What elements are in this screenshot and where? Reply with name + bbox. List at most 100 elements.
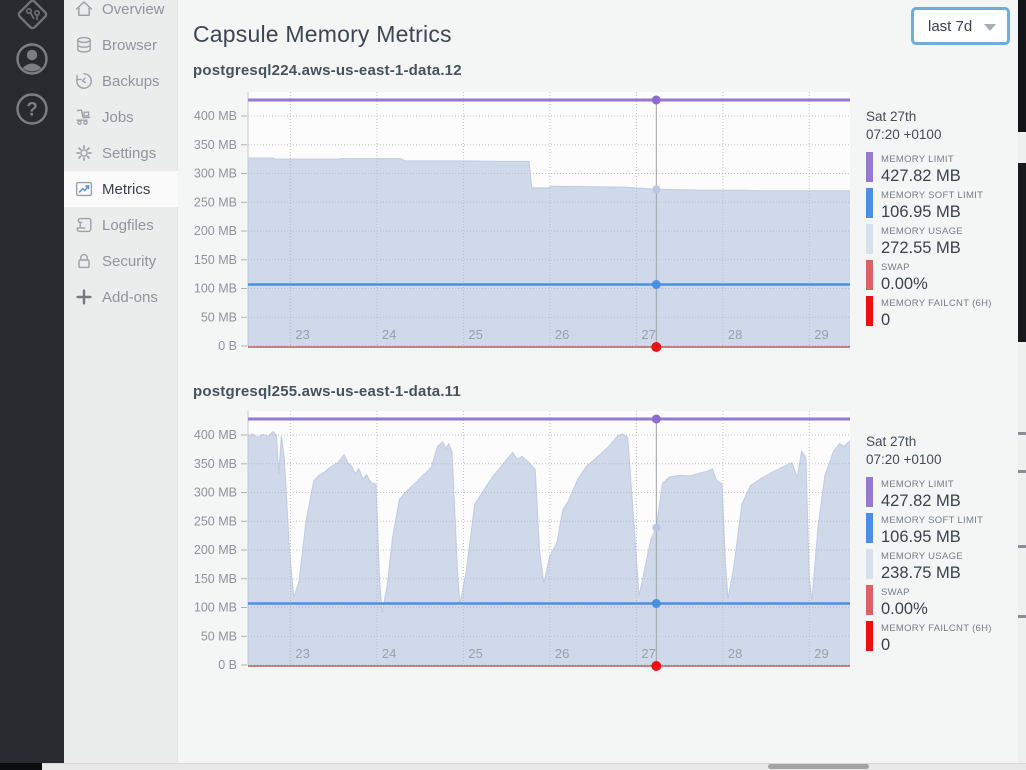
horizontal-scrollbar[interactable] bbox=[0, 763, 1026, 770]
svg-text:100 MB: 100 MB bbox=[194, 282, 237, 296]
horizontal-scrollbar-thumb[interactable] bbox=[768, 764, 869, 769]
limit-cursor-dot bbox=[651, 95, 661, 105]
app-logo-icon[interactable] bbox=[0, 0, 64, 36]
svg-text:250 MB: 250 MB bbox=[194, 514, 237, 528]
legend-value: 0.00% bbox=[881, 275, 928, 293]
svg-text:29: 29 bbox=[814, 646, 828, 661]
legend-swatch bbox=[866, 621, 873, 651]
hover-cursor bbox=[651, 95, 662, 352]
legend-label: MEMORY LIMIT bbox=[881, 479, 954, 490]
legend-swatch bbox=[866, 513, 873, 543]
legend-swatch bbox=[866, 260, 873, 290]
tooltip-time: 07:20 +0100 bbox=[866, 452, 942, 467]
clipped-dark-segment bbox=[1018, 163, 1026, 342]
swap-cursor-dot bbox=[651, 661, 662, 671]
help-icon[interactable]: ? bbox=[0, 92, 64, 126]
legend-swatch bbox=[866, 477, 873, 507]
sidebar-item-label: Add-ons bbox=[102, 288, 158, 306]
clipped-text-fragment bbox=[1018, 470, 1026, 473]
svg-text:27: 27 bbox=[641, 327, 655, 342]
time-range-select[interactable]: last 7d bbox=[911, 7, 1010, 45]
sidebar-item-jobs[interactable]: Jobs bbox=[64, 99, 178, 135]
legend-label: MEMORY USAGE bbox=[881, 551, 963, 562]
sidebar-item-label: Logfiles bbox=[102, 216, 154, 234]
svg-text:25: 25 bbox=[468, 327, 482, 342]
sidebar-item-security[interactable]: Security bbox=[64, 243, 178, 279]
svg-text:350 MB: 350 MB bbox=[194, 457, 237, 471]
svg-text:150 MB: 150 MB bbox=[194, 253, 237, 267]
legend-label: MEMORY FAILCNT (6H) bbox=[881, 298, 992, 309]
legend-swatch bbox=[866, 188, 873, 218]
chart-title: postgresql255.aws-us-east-1-data.11 bbox=[193, 383, 461, 400]
legend-value: 106.95 MB bbox=[881, 528, 961, 546]
svg-text:27: 27 bbox=[641, 646, 655, 661]
svg-text:0 B: 0 B bbox=[218, 339, 237, 352]
legend-entry: MEMORY USAGE 238.75 MB bbox=[866, 549, 1018, 582]
chart-legend: Sat 27th 07:20 +0100 MEMORY LIMIT 427.82… bbox=[866, 108, 1018, 332]
database-icon bbox=[77, 36, 91, 53]
sidebar-item-label: Overview bbox=[102, 0, 165, 18]
soft-limit-cursor-dot bbox=[651, 280, 661, 290]
legend-entry: MEMORY LIMIT 427.82 MB bbox=[866, 477, 1018, 510]
svg-text:24: 24 bbox=[382, 327, 396, 342]
account-avatar-icon[interactable] bbox=[0, 42, 64, 76]
memory-usage-edge bbox=[248, 157, 850, 192]
legend-swatch bbox=[866, 549, 873, 579]
limit-cursor-dot bbox=[651, 414, 661, 424]
sidebar-item-settings[interactable]: Settings bbox=[64, 135, 178, 171]
svg-text:23: 23 bbox=[295, 327, 309, 342]
legend-value: 106.95 MB bbox=[881, 203, 961, 221]
sidebar-item-overview[interactable]: Overview bbox=[64, 0, 178, 27]
legend-value: 272.55 MB bbox=[881, 239, 961, 257]
svg-text:28: 28 bbox=[728, 646, 742, 661]
svg-text:?: ? bbox=[26, 100, 38, 121]
legend-value: 238.75 MB bbox=[881, 564, 961, 582]
svg-text:50 MB: 50 MB bbox=[201, 629, 237, 643]
sidebar-item-addons[interactable]: Add-ons bbox=[64, 279, 178, 315]
sidebar-item-label: Jobs bbox=[102, 108, 134, 126]
legend-entry: SWAP 0.00% bbox=[866, 260, 1018, 293]
sidebar-item-metrics[interactable]: Metrics bbox=[64, 171, 178, 207]
legend-value: 0 bbox=[881, 311, 891, 329]
plus-icon bbox=[76, 289, 92, 305]
legend-value: 0 bbox=[881, 636, 891, 654]
legend-entry: MEMORY SOFT LIMIT 106.95 MB bbox=[866, 188, 1018, 221]
svg-text:150 MB: 150 MB bbox=[194, 572, 237, 586]
sidebar-item-logfiles[interactable]: Logfiles bbox=[64, 207, 178, 243]
svg-text:200 MB: 200 MB bbox=[194, 543, 237, 557]
svg-text:0 B: 0 B bbox=[218, 658, 237, 671]
legend-label: MEMORY SOFT LIMIT bbox=[881, 190, 984, 201]
clipped-text-fragment bbox=[1018, 432, 1026, 435]
sidebar-item-browser[interactable]: Browser bbox=[64, 27, 178, 63]
tooltip-datetime: Sat 27th 07:20 +0100 bbox=[866, 108, 1018, 144]
sidebar-item-backups[interactable]: Backups bbox=[64, 63, 178, 99]
scroll-icon bbox=[76, 217, 92, 233]
svg-text:100 MB: 100 MB bbox=[194, 601, 237, 615]
home-icon bbox=[75, 1, 93, 16]
legend-entry: SWAP 0.00% bbox=[866, 585, 1018, 618]
logo-icon bbox=[17, 0, 48, 30]
memory-usage-edge bbox=[248, 430, 850, 613]
legend-label: MEMORY SOFT LIMIT bbox=[881, 515, 984, 526]
chart-title: postgresql224.aws-us-east-1-data.12 bbox=[193, 62, 462, 79]
sidebar-nav: Overview Browser Backups Jobs Settings M… bbox=[64, 0, 178, 763]
svg-text:300 MB: 300 MB bbox=[194, 167, 237, 181]
clipped-dark-segment bbox=[1018, 0, 1026, 132]
svg-text:400 MB: 400 MB bbox=[194, 428, 237, 442]
legend-swatch bbox=[866, 224, 873, 254]
legend-value: 427.82 MB bbox=[881, 492, 961, 510]
history-icon bbox=[76, 73, 92, 89]
forklift-icon bbox=[76, 109, 91, 125]
page-title: Capsule Memory Metrics bbox=[193, 21, 452, 48]
chart-legend: Sat 27th 07:20 +0100 MEMORY LIMIT 427.82… bbox=[866, 433, 1018, 657]
svg-text:28: 28 bbox=[728, 327, 742, 342]
svg-text:200 MB: 200 MB bbox=[194, 224, 237, 238]
legend-value: 427.82 MB bbox=[881, 167, 961, 185]
swap-cursor-dot bbox=[651, 342, 662, 352]
memory-usage-area bbox=[248, 431, 850, 665]
